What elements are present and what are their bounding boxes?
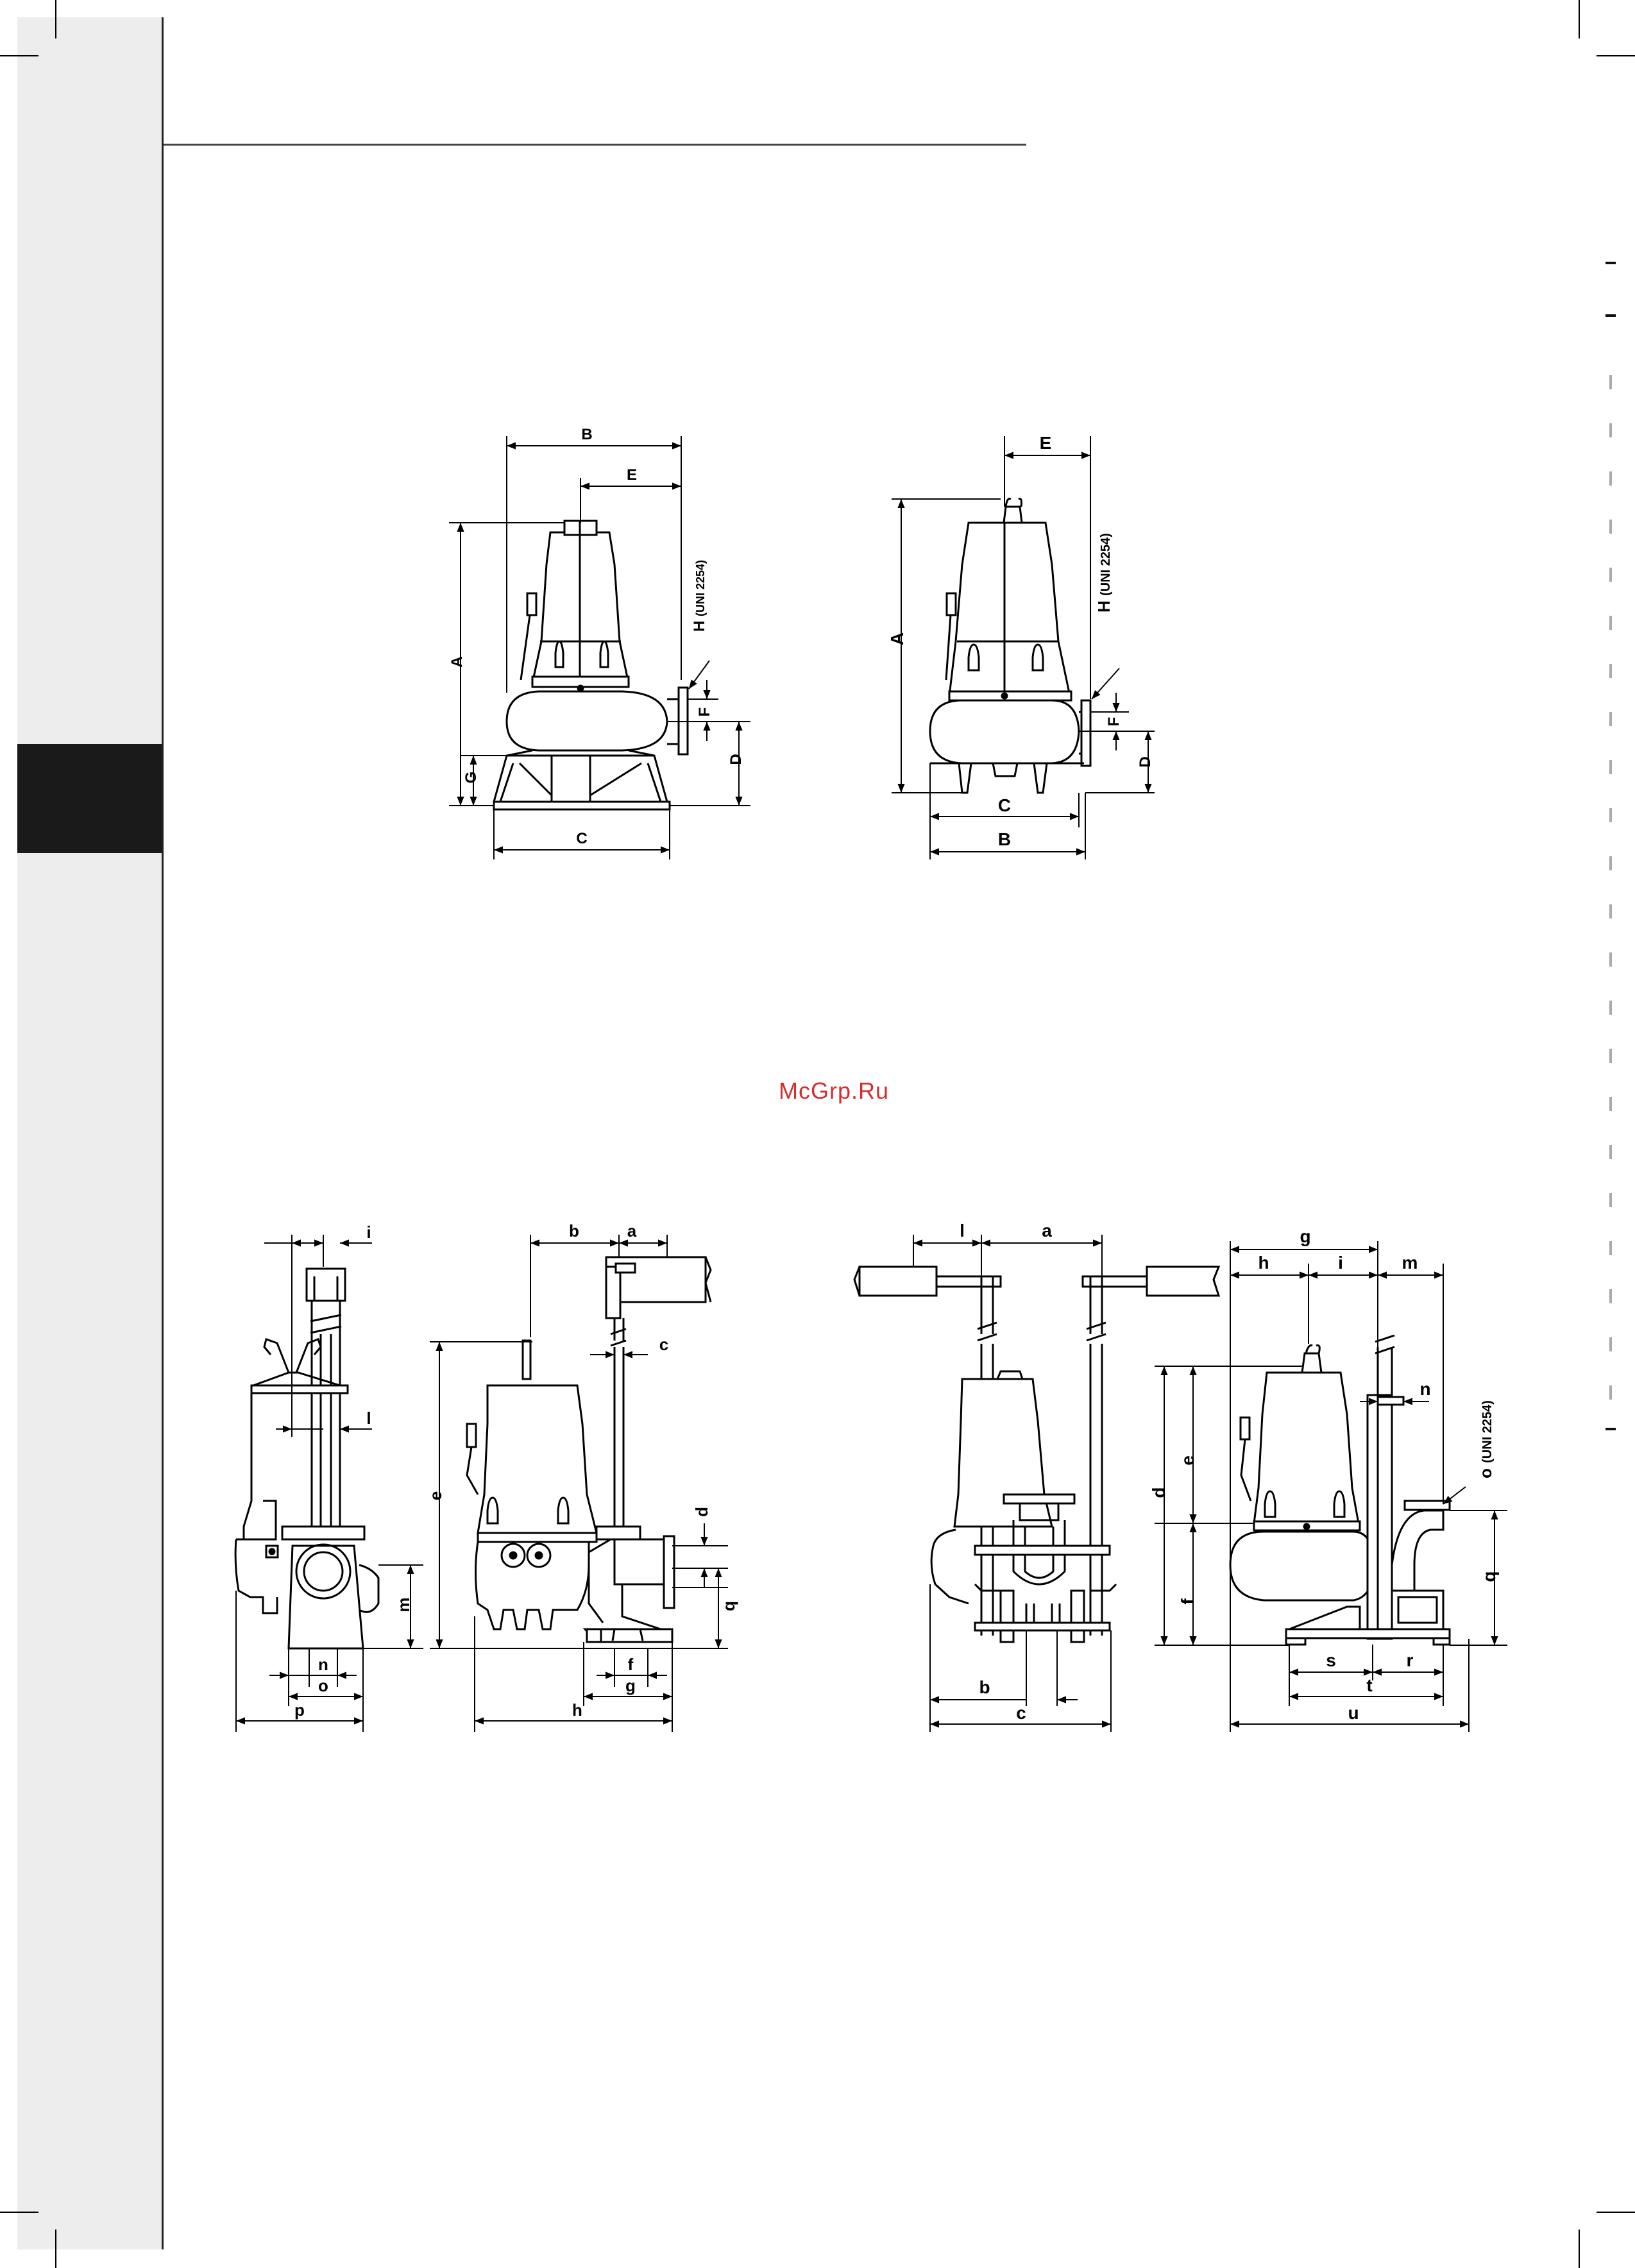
dim-label-d: d [1149, 1487, 1169, 1498]
dim-label-l: l [366, 1409, 371, 1428]
dim-label-o: o [1476, 1468, 1495, 1478]
dim-label-G: G [462, 772, 480, 784]
dim-label-r: r [1407, 1650, 1414, 1670]
dim-label-q: q [1479, 1571, 1499, 1582]
dim-label-H-standard: (UNI 2254) [694, 560, 707, 616]
dim-label-c: c [659, 1335, 668, 1354]
dim-label-g: g [1300, 1226, 1310, 1246]
pump-bend-side-drawing [1230, 1335, 1450, 1645]
dim-label-l: l [960, 1221, 965, 1240]
dim-label-A: A [448, 656, 466, 667]
dim-label-A: A [887, 632, 907, 645]
dim-label-g: g [625, 1676, 636, 1695]
dim-label-n: n [1419, 1379, 1430, 1399]
dim-label-D: D [1137, 756, 1154, 767]
dim-label-a: a [1042, 1221, 1052, 1240]
dim-label-c: c [1016, 1703, 1026, 1723]
dim-label-d: d [692, 1507, 711, 1517]
dim-label-f: f [1178, 1598, 1198, 1605]
dim-label-e: e [426, 1491, 445, 1500]
pump-rail-side-drawing [467, 1257, 711, 1642]
dim-label-C: C [576, 830, 587, 847]
dim-label-s: s [1326, 1650, 1336, 1670]
dim-label-h: h [1258, 1253, 1269, 1273]
dim-label-h: h [572, 1700, 582, 1720]
dim-label-n: n [318, 1655, 328, 1674]
dim-label-F: F [696, 707, 713, 717]
pump-rail-front-drawing [235, 1269, 378, 1648]
dim-label-e: e [1178, 1455, 1198, 1466]
dim-label-f: f [628, 1655, 634, 1674]
dim-label-H: H [691, 621, 708, 632]
dim-label-C: C [998, 795, 1011, 815]
pump-on-stand-drawing [494, 521, 688, 809]
dim-label-u: u [1348, 1703, 1359, 1723]
dim-label-F: F [1105, 717, 1122, 727]
dim-label-m: m [1402, 1253, 1418, 1273]
dim-label-m: m [394, 1597, 413, 1612]
dim-label-E: E [1040, 433, 1052, 453]
dim-label-t: t [1366, 1675, 1372, 1695]
dim-label-i: i [366, 1223, 371, 1242]
dim-label-B: B [998, 829, 1011, 849]
dim-label-a: a [627, 1221, 637, 1240]
dim-label-H-standard: (UNI 2254) [1099, 533, 1113, 596]
dim-label-o: o [318, 1676, 328, 1695]
dim-label-E: E [627, 466, 637, 484]
dim-label-q: q [719, 1601, 738, 1611]
dim-label-b: b [979, 1677, 990, 1697]
dim-label-b: b [569, 1221, 579, 1240]
dim-label-D: D [727, 754, 745, 765]
dim-label-H: H [1094, 600, 1114, 613]
dimension-lines-bottom-a [236, 1235, 423, 1732]
dim-label-i: i [1338, 1253, 1343, 1273]
pump-on-feet-drawing [930, 499, 1090, 793]
dim-label-p: p [294, 1700, 305, 1720]
dim-label-B: B [581, 426, 592, 443]
dim-label-o-standard: (UNI 2254) [1480, 1400, 1495, 1463]
